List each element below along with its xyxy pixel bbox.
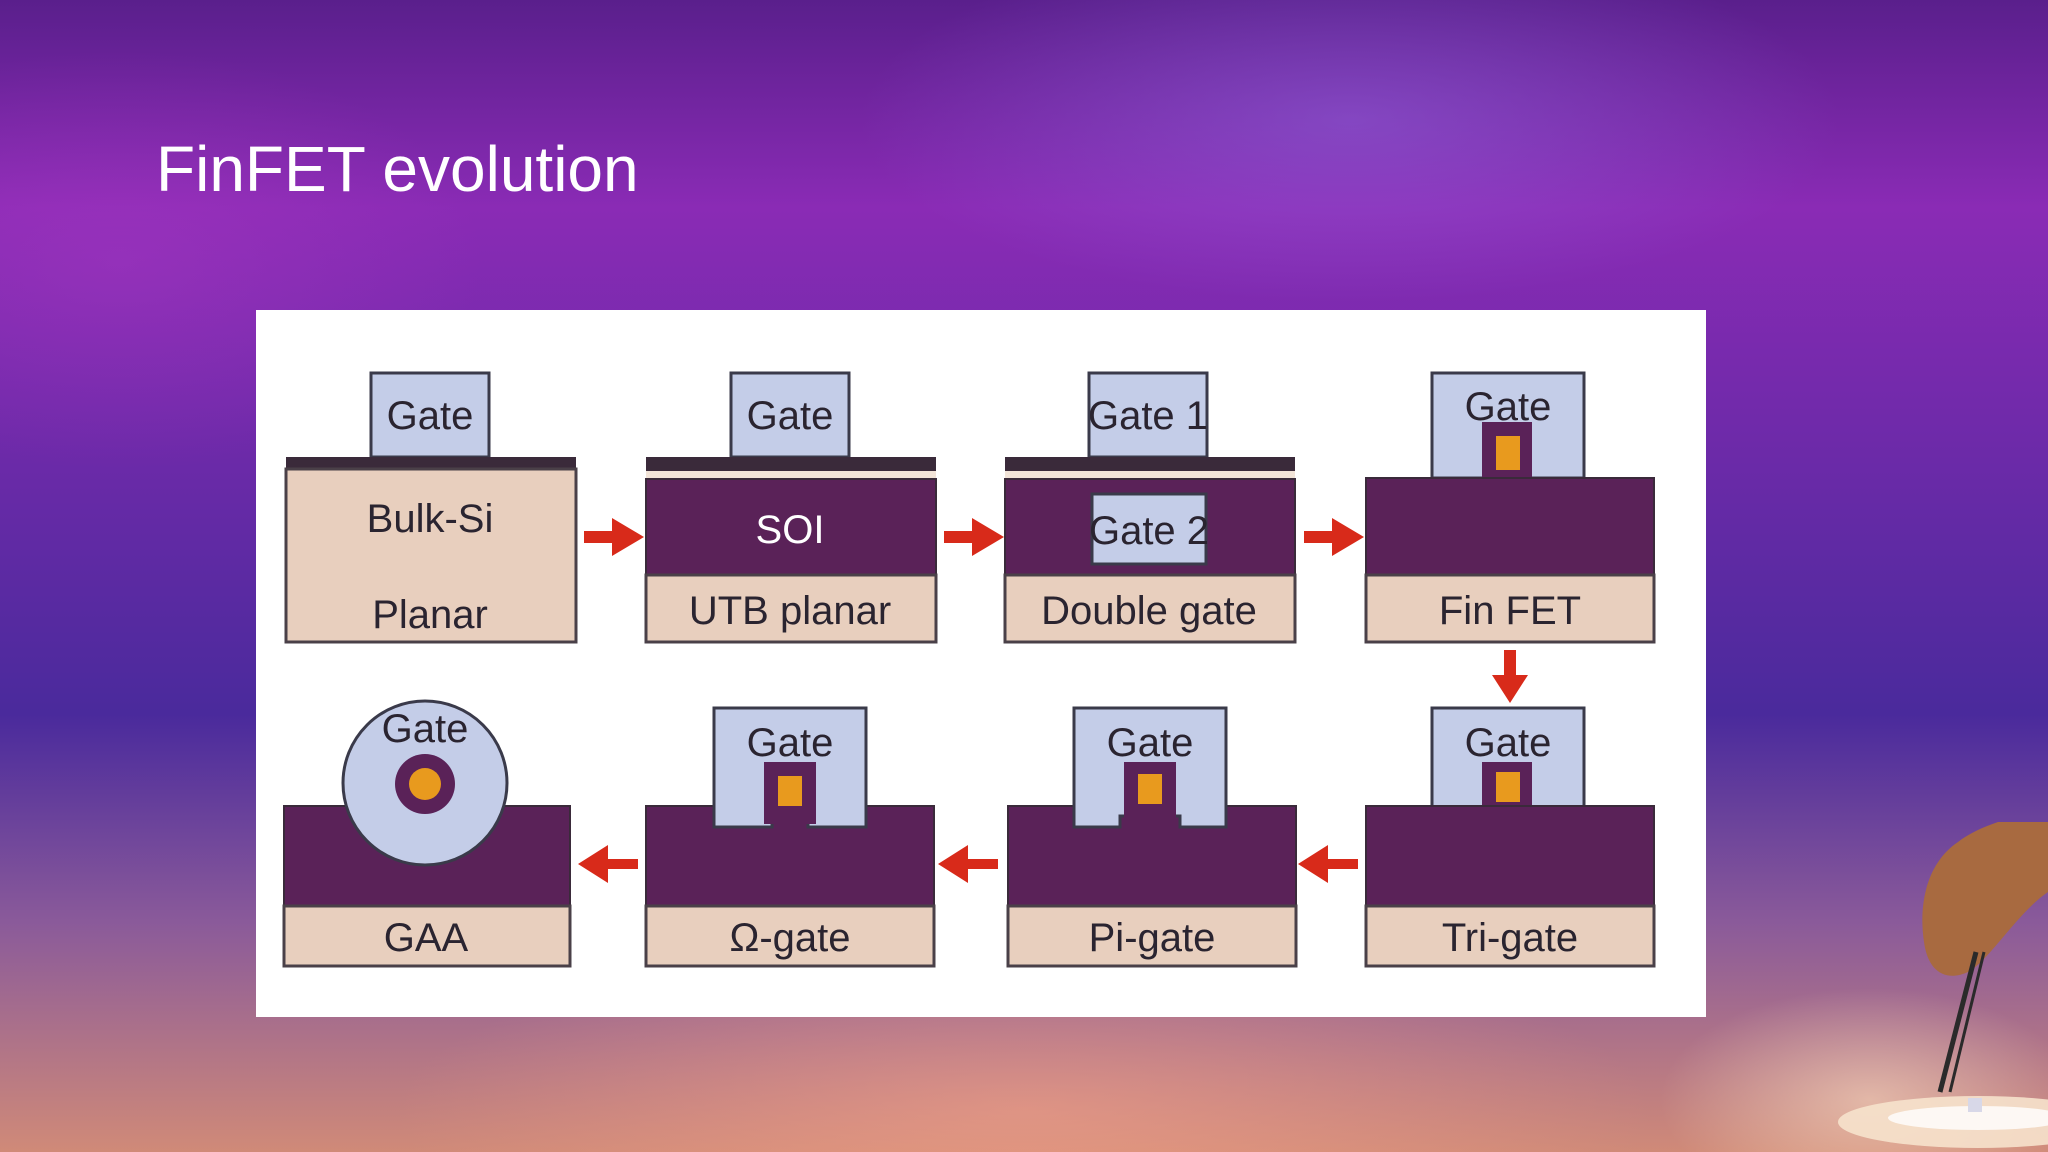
omega-label: Ω-gate: [729, 916, 850, 960]
gaa-label-band: [282, 904, 572, 968]
planar-gate-block: [369, 371, 491, 459]
planar-device: Gate Bulk-Si Planar: [284, 371, 578, 644]
double-oxide: [1005, 457, 1295, 471]
utb-gate-block: [729, 371, 851, 459]
tri-channel: [1496, 772, 1520, 802]
utb-thin-layer: [646, 471, 936, 479]
pi-gate-device: Gate Pi-gate: [1006, 706, 1298, 968]
utb-oxide: [646, 457, 936, 471]
arrow-right-icon: [584, 518, 644, 556]
omega-gate-device: Gate Ω-gate: [644, 706, 936, 968]
double-gate2-block: [1090, 492, 1208, 566]
finfet-gate-label: Gate: [1465, 385, 1552, 429]
arrow-down-icon: [1492, 650, 1528, 703]
finfet-channel: [1496, 436, 1520, 470]
utb-label-band: [644, 573, 938, 644]
double-thin-layer: [1005, 471, 1295, 479]
double-label: Double gate: [1041, 589, 1257, 633]
slide-title: FinFET evolution: [156, 133, 639, 205]
utb-gate-label: Gate: [747, 394, 834, 438]
pi-channel: [1138, 774, 1162, 804]
planar-label: Planar: [372, 593, 488, 637]
pi-substrate: [1007, 805, 1297, 907]
finfet-device: Gate Fin FET: [1364, 371, 1656, 644]
planar-oxide: [286, 457, 576, 469]
arrow-left-icon: [938, 845, 998, 883]
pi-label-band: [1006, 904, 1298, 968]
omega-channel: [778, 776, 802, 806]
arrow-right-icon: [944, 518, 1004, 556]
double-gate1-label: Gate 1: [1088, 394, 1208, 438]
planar-body: [284, 467, 578, 644]
finfet-evolution-diagram: Gate Bulk-Si Planar Gate SOI UTB planar …: [282, 371, 1656, 968]
planar-gate-label: Gate: [387, 394, 474, 438]
arrow-left-icon: [1298, 845, 1358, 883]
pi-gate-label: Gate: [1107, 721, 1194, 765]
hand-tweezers-icon: [1838, 822, 2048, 1148]
gaa-device: Gate GAA: [282, 699, 572, 968]
omega-gate-label: Gate: [747, 721, 834, 765]
double-label-band: [1003, 573, 1297, 644]
gaa-gate-label: Gate: [382, 707, 469, 751]
double-gate2-label: Gate 2: [1089, 509, 1209, 553]
tri-substrate: [1365, 805, 1655, 907]
planar-body-label: Bulk-Si: [367, 497, 494, 541]
finfet-substrate: [1365, 477, 1655, 576]
finfet-label-band: [1364, 573, 1656, 644]
utb-planar-device: Gate SOI UTB planar: [644, 371, 938, 644]
utb-soi-label: SOI: [756, 508, 825, 552]
arrow-left-icon: [578, 845, 638, 883]
diagram-panel: Gate Bulk-Si Planar Gate SOI UTB planar …: [256, 310, 1706, 1017]
gaa-label: GAA: [384, 916, 469, 960]
arrow-right-icon: [1304, 518, 1364, 556]
pi-label: Pi-gate: [1089, 916, 1216, 960]
double-gate-device: Gate 1 Gate 2 Double gate: [1003, 371, 1297, 644]
tri-label-band: [1364, 904, 1656, 968]
tri-label: Tri-gate: [1442, 916, 1578, 960]
utb-label: UTB planar: [689, 589, 891, 633]
tri-gate-device: Gate Tri-gate: [1364, 706, 1656, 968]
finfet-label: Fin FET: [1439, 589, 1581, 633]
tri-gate-label: Gate: [1465, 721, 1552, 765]
gaa-channel: [409, 768, 441, 800]
omega-label-band: [644, 904, 936, 968]
